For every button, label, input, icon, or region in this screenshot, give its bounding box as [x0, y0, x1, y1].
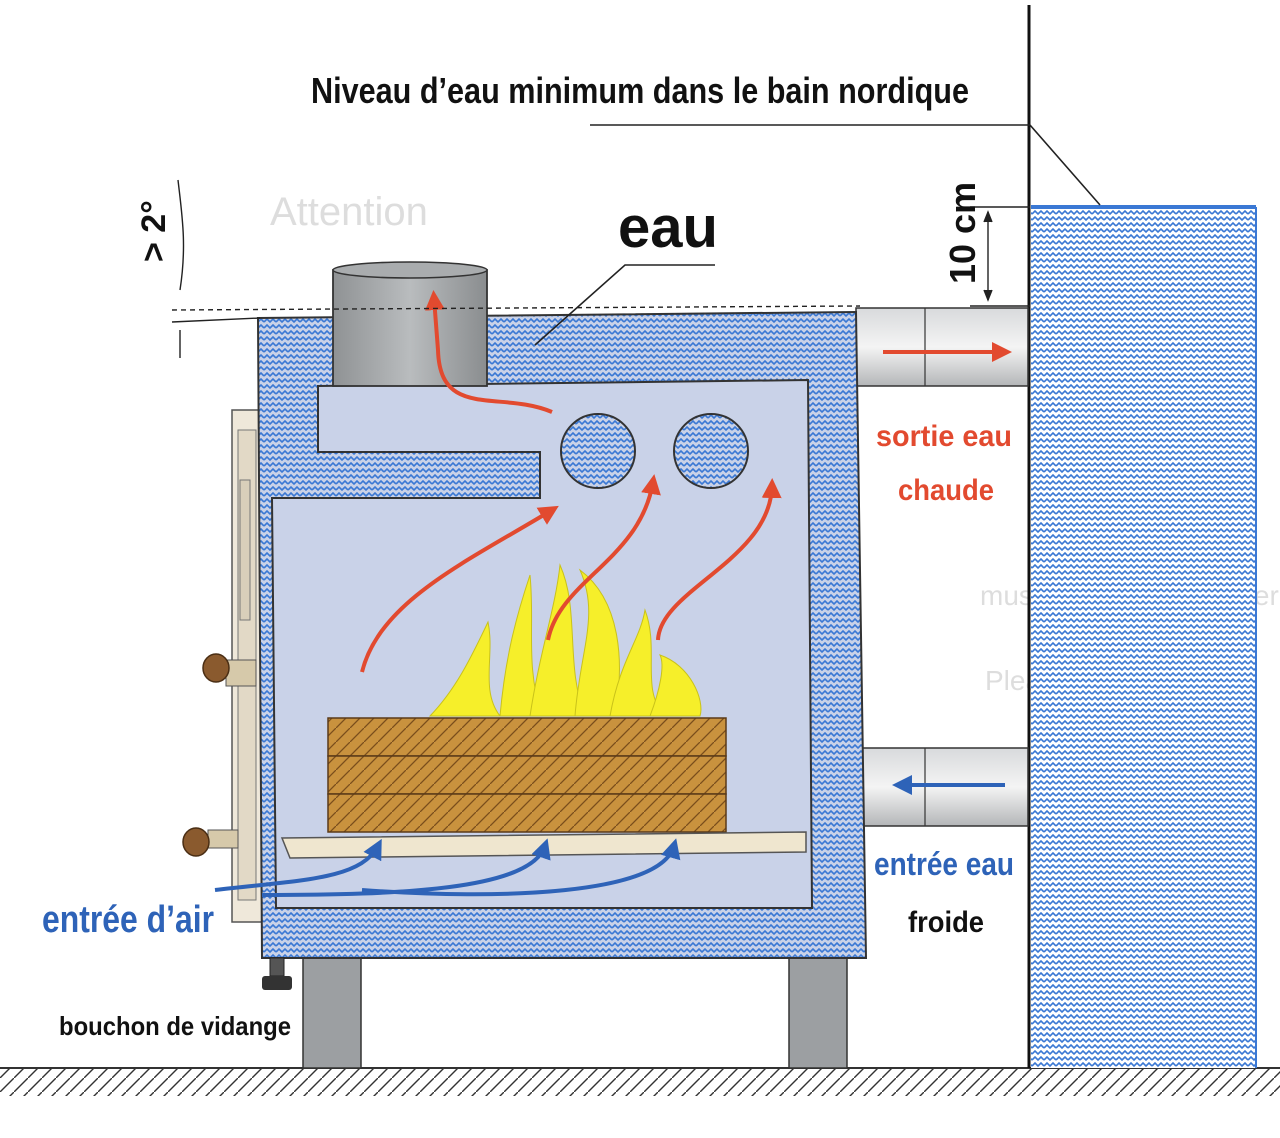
door-knob-lower — [182, 827, 239, 857]
chimney-pipe — [332, 261, 488, 387]
cold-water-in-label-line1: entrée eau — [874, 846, 1014, 882]
hot-arrow-left — [360, 505, 559, 673]
hot-arrow-right — [656, 478, 782, 641]
angle-dimension — [171, 179, 861, 358]
stove-door — [182, 409, 263, 923]
air-arrow-right — [361, 838, 681, 897]
hot-water-out-label-line1: sortie eau — [876, 420, 1012, 453]
air-arrow-main — [214, 838, 382, 892]
door-knob-upper — [202, 653, 257, 687]
cold-water-in-label-line2: froide — [908, 906, 984, 939]
drain-plug — [262, 957, 292, 990]
bath-water — [1031, 207, 1256, 1068]
air-intake-label: entrée d’air — [42, 899, 214, 941]
stove-leg-right — [788, 957, 848, 1069]
distance-dimension — [970, 206, 1030, 307]
water-tube-right — [673, 413, 749, 489]
drain-plug-label: bouchon de vidange — [59, 1011, 291, 1041]
min-level-leader — [590, 124, 1101, 206]
water-label-leader — [534, 264, 715, 346]
hot-arrow-chimney — [424, 290, 553, 414]
watermark-attention: Attention — [270, 190, 428, 234]
hot-water-pipe — [855, 307, 1029, 387]
angle-label: > 2° — [135, 200, 173, 262]
distance-label: 10 cm — [942, 182, 983, 284]
min-water-level-label: Niveau d’eau minimum dans le bain nordiq… — [311, 70, 969, 111]
ground-hatch — [0, 1068, 1280, 1096]
stove-leg-left — [302, 957, 362, 1069]
water-tube-left — [560, 413, 636, 489]
air-arrow-mid — [261, 838, 551, 897]
fire-flames — [428, 563, 702, 717]
hot-water-out-label-line2: chaude — [898, 474, 994, 507]
firewood-stack — [327, 717, 727, 833]
hot-gas-arrows — [360, 290, 782, 673]
hot-arrow-middle — [546, 474, 661, 641]
air-intake-arrows — [214, 838, 681, 897]
water-label: eau — [618, 195, 718, 260]
